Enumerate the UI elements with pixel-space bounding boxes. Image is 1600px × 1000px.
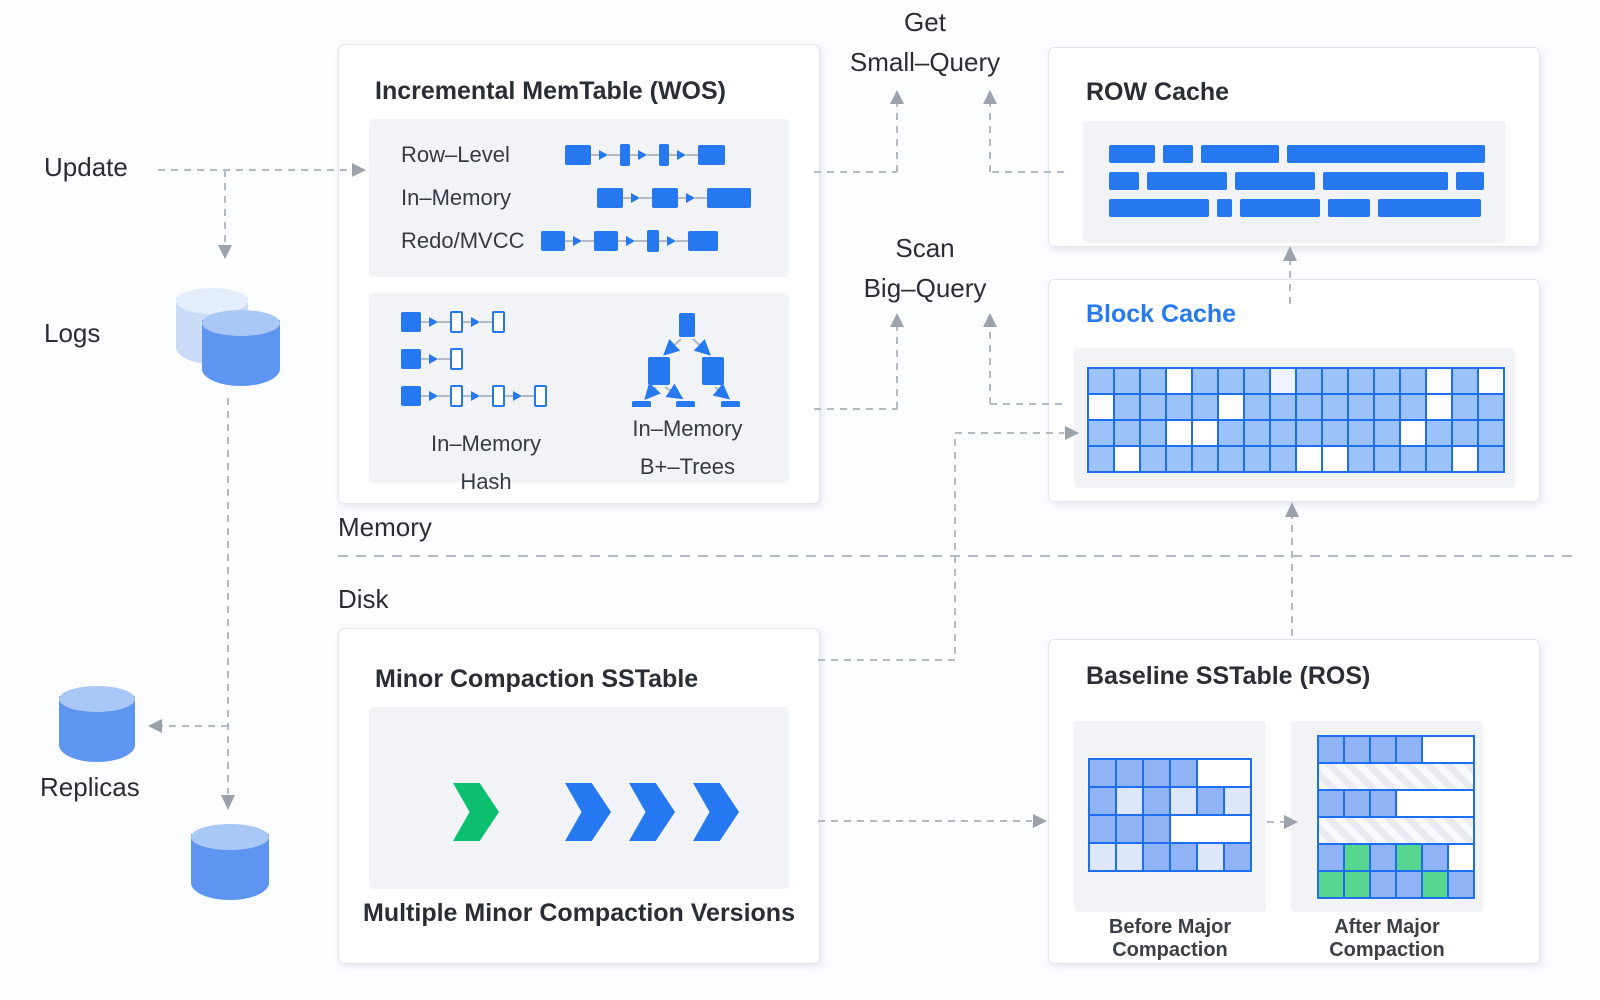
baseline-sstable-card: Baseline SSTable (ROS) Before Major Comp… (1048, 639, 1540, 964)
disk-label: Disk (338, 584, 389, 614)
replicas-label: Replicas (40, 772, 140, 802)
minor-compaction-panel (369, 707, 789, 889)
btree-caption-line1: In–Memory (632, 416, 743, 441)
block-cache-title: Block Cache (1086, 300, 1237, 328)
replicas-cylinder-icon (59, 686, 135, 762)
redo-mvcc-chain-icon (541, 230, 718, 252)
baseline-sstable-title: Baseline SSTable (ROS) (1086, 662, 1371, 690)
btree-caption-line2: B+–Trees (639, 454, 735, 479)
before-compaction-grid (1088, 758, 1252, 872)
hash-caption-line1: In–Memory (430, 431, 542, 456)
in-memory-hash-block: In–Memory Hash (401, 311, 612, 494)
row-level-chain-icon (565, 144, 725, 166)
in-memory-btree-block: In–Memory B+–Trees (612, 311, 763, 483)
logs-label: Logs (44, 318, 101, 348)
update-to-logs-arrow (218, 170, 232, 259)
update-label: Update (44, 152, 128, 182)
redo-mvcc-label: Redo/MVCC (401, 228, 525, 253)
memtable-to-scan-arrow (814, 313, 904, 410)
minor-to-blockcache-arrow (818, 426, 1079, 661)
memtable-card: Incremental MemTable (WOS) Row–Level In–… (338, 44, 820, 504)
replica-target-cylinder-icon (191, 824, 269, 900)
block-cache-card: Block Cache (1048, 279, 1540, 502)
compaction-versions-chevrons-icon (453, 783, 757, 841)
get-small-query-label: Get Small–Query (849, 7, 1001, 77)
row-cache-card: ROW Cache (1048, 47, 1540, 247)
after-compaction-grid (1317, 735, 1475, 899)
hash-chain-1-icon (401, 311, 612, 333)
hash-chain-2-icon (401, 348, 612, 370)
minor-compaction-title: Minor Compaction SSTable (375, 665, 699, 693)
memtable-redo-mvcc-row: Redo/MVCC (369, 228, 789, 254)
minor-compaction-caption: Multiple Minor Compaction Versions (363, 899, 795, 927)
row-level-label: Row–Level (401, 142, 510, 167)
memtable-to-get-arrow (814, 90, 904, 173)
block-cache-grid (1087, 367, 1505, 473)
baseline-to-blockcache-arrow (1285, 502, 1299, 636)
memtable-index-panel: In–Memory Hash (369, 293, 789, 494)
hash-chain-3-icon (401, 385, 612, 407)
hash-caption-line2: Hash (460, 469, 512, 494)
minor-compaction-card: Minor Compaction SSTable Multiple Minor … (338, 628, 820, 964)
memtable-row-level-row: Row–Level (369, 142, 789, 168)
in-memory-label: In–Memory (401, 185, 512, 210)
scan-big-query-label: Scan Big–Query (863, 233, 987, 303)
minor-to-baseline-arrow (818, 814, 1047, 828)
row-cache-panel (1083, 121, 1506, 243)
memory-label: Memory (338, 512, 432, 542)
btree-diagram-icon (632, 313, 741, 407)
update-arrow (158, 163, 366, 177)
row-cache-title: ROW Cache (1086, 78, 1230, 106)
logs-to-replicas-arrow (148, 719, 228, 733)
after-compaction-caption: After Major Compaction (1329, 916, 1445, 961)
in-memory-chain-icon (597, 188, 751, 208)
logs-down-arrow (221, 398, 235, 810)
logs-cylinder-front-icon (202, 310, 280, 386)
memtable-rows-panel: Row–Level In–Memory Redo/MVCC (369, 119, 789, 277)
memtable-title: Incremental MemTable (WOS) (375, 77, 726, 105)
before-compaction-caption: Before Major Compaction (1108, 916, 1232, 961)
memtable-in-memory-row: In–Memory (369, 185, 789, 211)
